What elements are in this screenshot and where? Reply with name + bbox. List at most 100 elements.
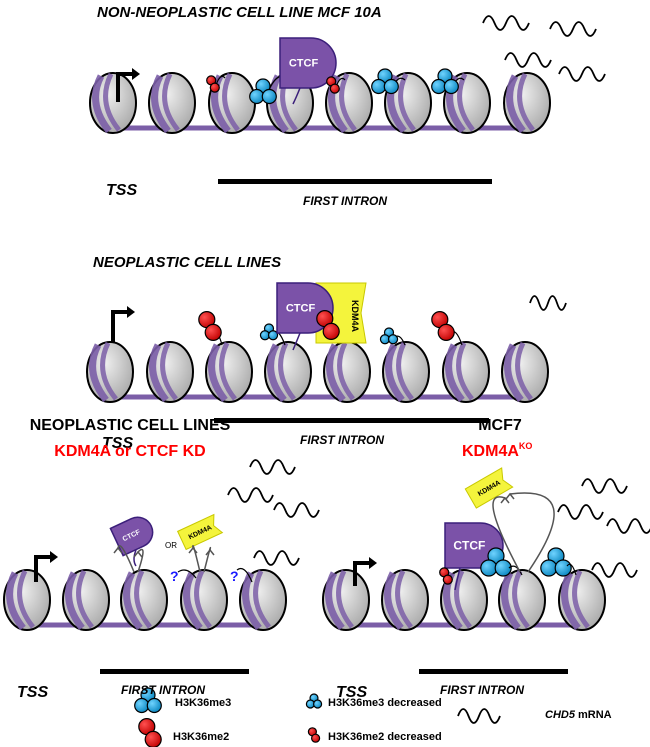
h3k36me3-icon [305,693,323,709]
chd5-mrna-icon [253,550,300,566]
panel-bl-intron-bar [100,669,249,674]
curved-arrow-icon [509,492,555,573]
dna-wrap [160,341,178,401]
dna-wrap [506,74,526,134]
panel-middle-intron-bar [214,418,489,423]
h3k36me2-icon [326,76,340,94]
panel-br-intron-bar [419,669,568,674]
ctcf-label: CTCF [289,58,319,70]
methyl-ball [267,330,279,341]
dna-wrap [395,569,413,629]
methyl-ball [494,559,512,577]
nucleosome [382,341,430,403]
panel-middle-title: NEOPLASTIC CELL LINES [93,254,281,271]
legend-me3-decreased: H3K36me3 decreased [328,697,442,709]
dna-wrap [325,571,345,631]
question-mark: ? [170,568,179,584]
methyl-ball [554,559,572,577]
panel-bl-subtitle: KDM4A or CTCF KD [54,443,205,460]
dna-wrap [512,569,530,629]
nucleosome [205,341,253,403]
dna-wrap [134,569,152,629]
nucleosome [440,569,488,631]
nucleosome [120,569,168,631]
dna-wrap [515,341,533,401]
dna-wrap [183,571,203,631]
kdm4a-protein: KDM4A [464,467,514,509]
arrow-head-icon [369,557,377,569]
arrow-head-icon [127,306,135,318]
kdm4a-shape [176,513,224,551]
chd5-mrna-icon [557,504,604,520]
dna-wrap [396,341,414,401]
dna-wrap [92,74,112,134]
dna-wrap [103,72,121,132]
nucleosome [323,341,371,403]
methyl-ball [480,559,498,577]
nucleosome-layer [3,72,606,631]
dna-wrap [336,569,354,629]
methyl-ball [134,697,150,714]
methyl-ball [442,574,453,585]
ctcf-link [292,332,301,351]
methyl-ball [261,88,277,105]
chd5-mrna-icon [273,502,320,518]
chd5-mrna-icon [558,66,606,82]
dna-wrap [65,571,85,631]
dna-wrap [267,343,287,403]
h3k36me2-icon [316,310,340,340]
dna-wrap [339,72,357,132]
panel-bl-tss: TSS [17,684,48,701]
dna-wrap [385,343,405,403]
panel-top-intron: FIRST INTRON [303,194,387,208]
dna-wrap [326,343,346,403]
histone-tail [236,567,253,583]
panel-br-subtitle: KDM4AKO [462,441,532,460]
methyl-ball [387,334,399,345]
chd5-mrna-icon [591,562,638,578]
dna-wrap [572,569,590,629]
tss-arrow-icon [111,310,129,342]
nucleosome [501,341,549,403]
nucleosome [62,569,110,631]
dna-wrap [517,72,535,132]
methyl-ball [249,88,265,105]
dna-wrap [269,74,289,134]
dna-wrap [337,341,355,401]
dna-wrap [222,72,240,132]
legend-mrna: CHD5 mRNA [545,709,612,721]
arrow-head-icon [133,550,143,558]
h3k36me3-icon [134,687,162,714]
chd5-mrna-icon [482,15,530,31]
dna-wrap [6,571,26,631]
methyl-ball [431,78,447,95]
or-label: OR [165,541,177,550]
panel-bl-title: NEOPLASTIC CELL LINES [30,417,231,434]
dna-wrap [454,569,472,629]
dna-wrap [17,569,35,629]
nucleosome [322,569,370,631]
nucleosome [264,341,312,403]
nucleosome [498,569,546,631]
dna-wrap [149,343,169,403]
methyl-ball [322,322,340,340]
legend: H3K36me3 H3K36me3 decreased H3K36me2 H3K… [173,697,612,743]
dna-wrap [501,571,521,631]
methyl-ball [540,559,558,577]
panel-middle-tss: TSS [102,435,133,452]
legend-me2: H3K36me2 [173,731,229,743]
dna-wrap [445,343,465,403]
panel-bl-intron: FIRST INTRON [121,683,205,697]
h3k36me2-icon [198,311,222,341]
curved-arrow-icon [117,545,135,573]
h3k36me3-icon [431,68,459,95]
nucleosome [239,569,287,631]
ctcf-protein: CTCF [279,37,337,89]
dna-wrap [456,341,474,401]
dna-wrap [100,341,118,401]
arrow-head-icon [132,68,140,80]
h3k36me3-icon [379,327,399,345]
dna-wrap [278,341,296,401]
